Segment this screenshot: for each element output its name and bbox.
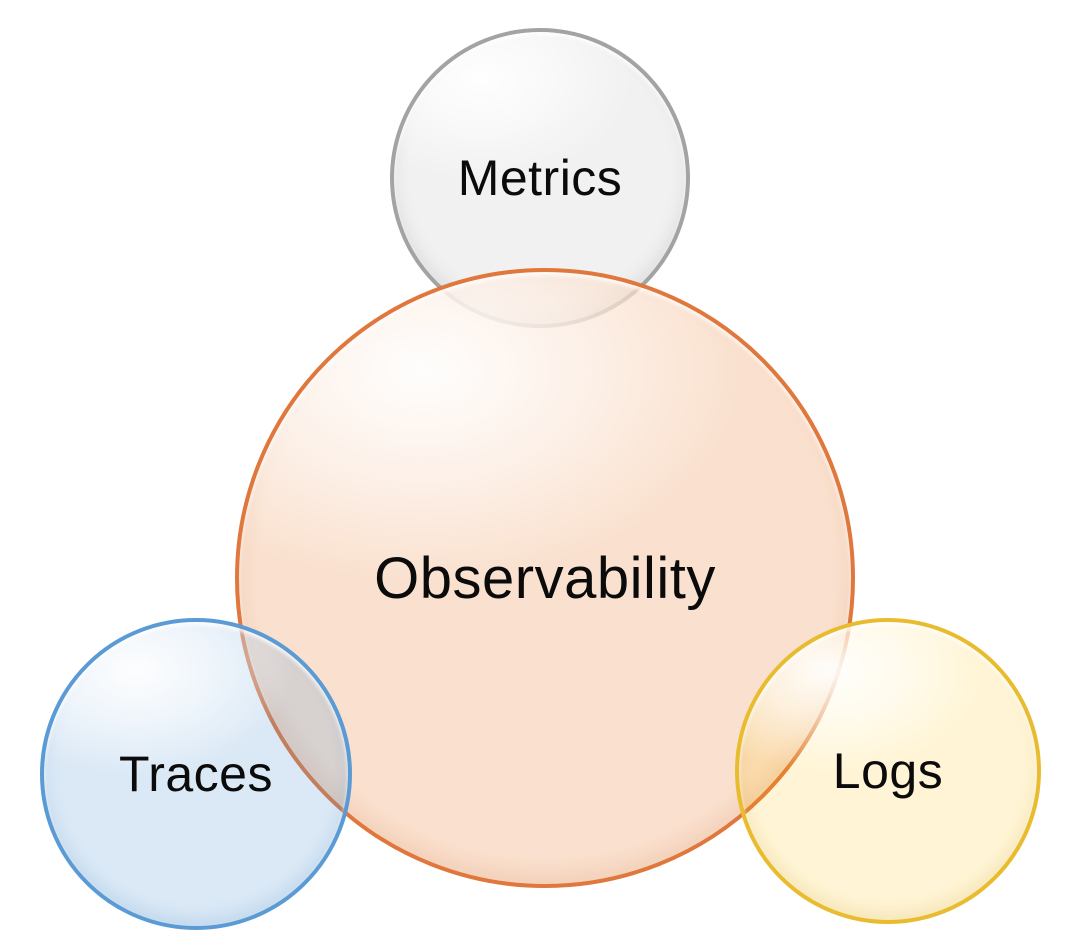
logs-circle: Logs	[735, 618, 1041, 924]
traces-label: Traces	[119, 746, 273, 802]
observability-label: Observability	[374, 545, 716, 611]
traces-circle: Traces	[40, 618, 352, 930]
metrics-label: Metrics	[457, 150, 623, 206]
logs-label: Logs	[832, 743, 944, 799]
